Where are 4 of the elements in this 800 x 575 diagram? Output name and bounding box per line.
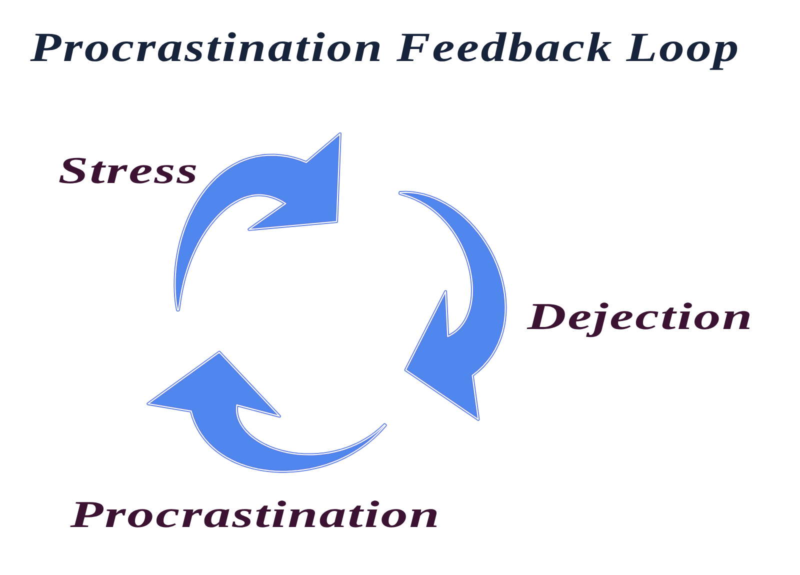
title: Procrastination Feedback Loop bbox=[30, 32, 738, 70]
stage-label: Dejection bbox=[526, 302, 750, 338]
stage-label: Stress bbox=[59, 158, 196, 184]
stage-label: Procrastination bbox=[70, 500, 437, 528]
